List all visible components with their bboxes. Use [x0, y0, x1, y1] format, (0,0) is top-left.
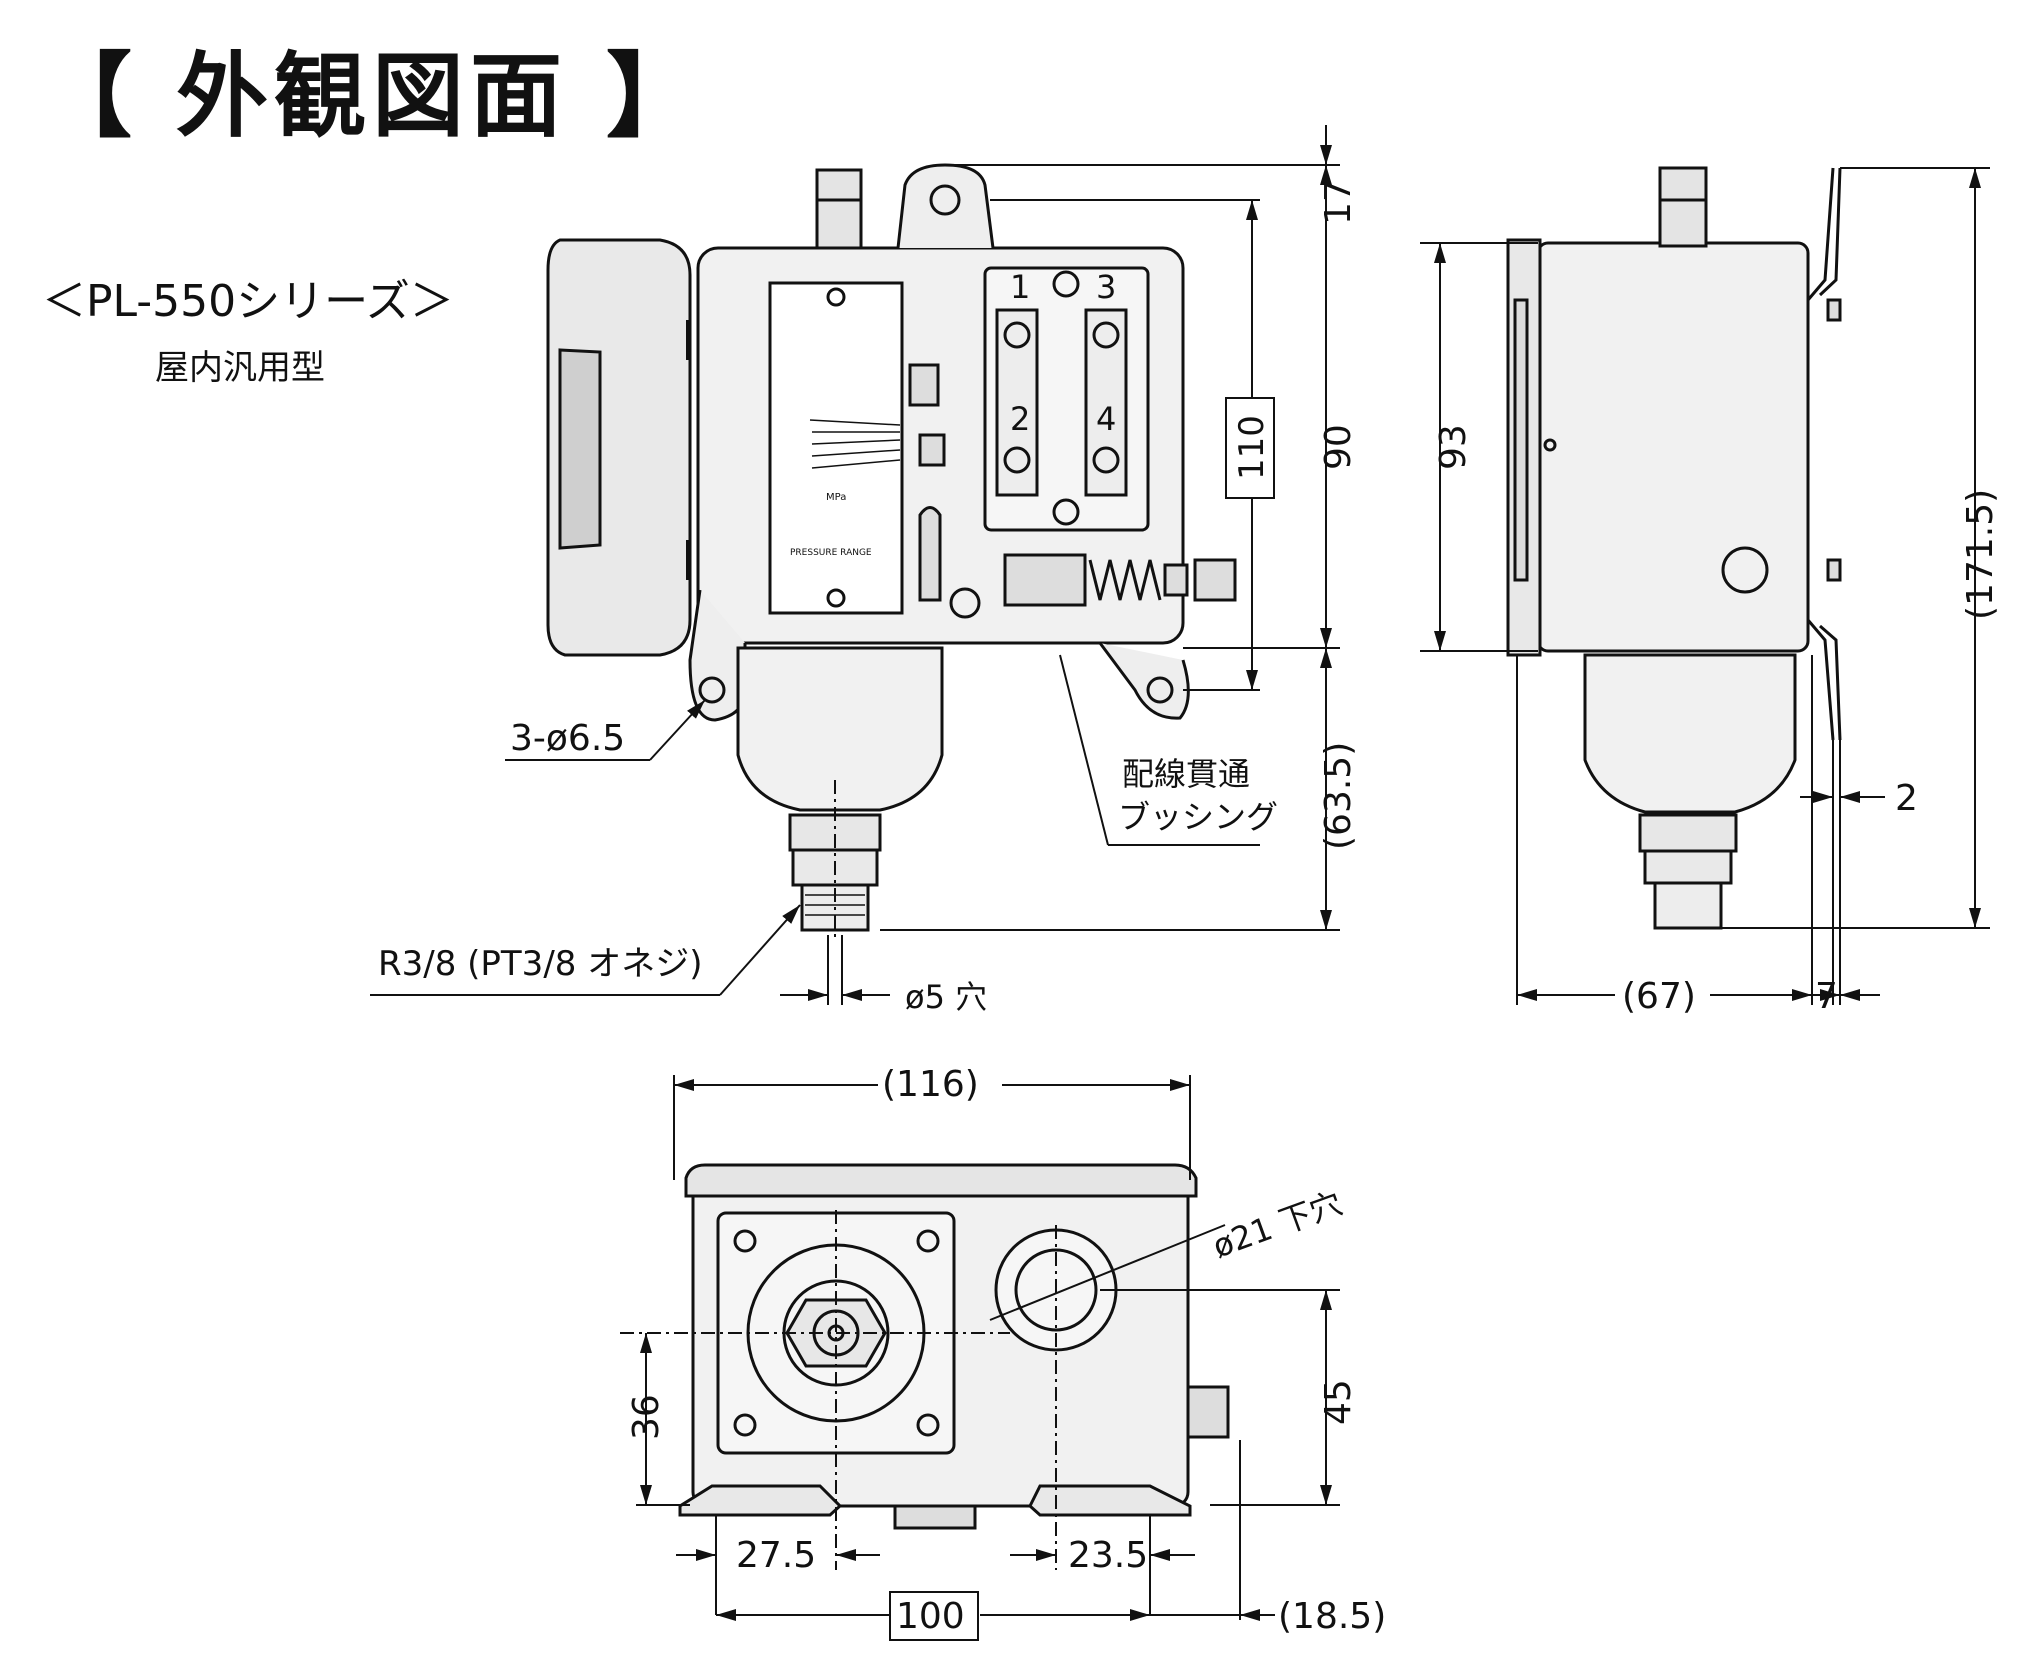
- hex-nut: [788, 813, 882, 852]
- dim-17: 17: [1318, 179, 1359, 225]
- mount-bracket: [1806, 167, 1835, 741]
- dim-110: 110: [1232, 415, 1272, 480]
- hole-21-label: ø21 下穴: [1208, 1184, 1347, 1266]
- bottom-dimensions: [620, 1075, 1340, 1621]
- bottom-feet: [678, 1484, 843, 1517]
- dim-93: 93: [1433, 424, 1474, 470]
- svg-text:PRESSURE RANGE: PRESSURE RANGE: [790, 548, 872, 558]
- dim-116: (116): [882, 1064, 979, 1105]
- dim-110-box: [1225, 397, 1275, 499]
- dim-45: 45: [1318, 1379, 1359, 1425]
- bottom-view: [678, 1163, 1230, 1530]
- svg-text:MPa: MPa: [826, 492, 846, 503]
- bushing-label-2: ブッシング: [1118, 798, 1278, 836]
- product-type: 屋内汎用型: [155, 348, 325, 388]
- bottom-lug: [1098, 642, 1190, 720]
- bushing-label-1: 配線貫通: [1122, 755, 1250, 793]
- cover-lid: [546, 238, 692, 657]
- dim-36: 36: [626, 1394, 667, 1440]
- dim-100: 100: [896, 1596, 965, 1637]
- hole-5-label: ø5 穴: [905, 978, 987, 1016]
- dim-100-box: [889, 1591, 979, 1641]
- top-fitting: [815, 168, 863, 250]
- range-scale-plate: [768, 281, 904, 615]
- page-title: 【 外観図面 】: [40, 43, 705, 150]
- dim-67: (67): [1622, 976, 1696, 1017]
- dim-23-5: 23.5: [1068, 1535, 1148, 1576]
- terminal-2-label: 2: [1010, 400, 1030, 438]
- side-bellows-housing: [1583, 653, 1797, 814]
- front-view: MPa PRESSURE RANGE: [546, 163, 1237, 932]
- mount-hole-label: 3-ø6.5: [510, 718, 625, 759]
- side-top-fitting: [1658, 166, 1708, 248]
- dim-63-5: (63.5): [1318, 742, 1359, 850]
- dim-27-5: 27.5: [736, 1535, 816, 1576]
- terminal-4-label: 4: [1096, 400, 1116, 438]
- terminal-1-label: 1: [1010, 268, 1030, 306]
- series-name: ＜PL-550シリーズ＞: [42, 276, 454, 327]
- dim-7: 7: [1815, 976, 1838, 1017]
- top-lug: [896, 163, 995, 249]
- dim-171-5: (171.5): [1960, 489, 2001, 620]
- side-case: [1536, 241, 1810, 653]
- dim-90: 90: [1318, 424, 1359, 470]
- cover-grip: [558, 348, 602, 550]
- side-view: [1506, 166, 1842, 930]
- bellows-housing: [736, 646, 944, 812]
- terminal-3-label: 3: [1096, 268, 1116, 306]
- thread-label: R3/8 (PT3/8 オネジ): [378, 944, 702, 984]
- dim-2: 2: [1895, 778, 1918, 819]
- dim-18-5: (18.5): [1278, 1596, 1386, 1637]
